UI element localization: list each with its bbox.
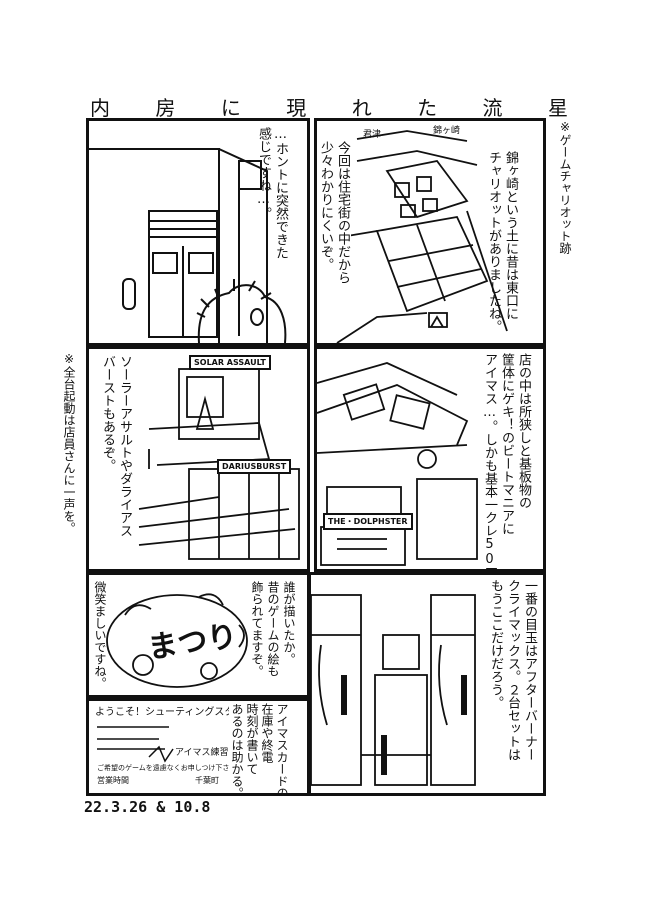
map-label-kimitsu: 君津 <box>363 130 382 140</box>
title-char: 星 <box>547 96 570 120</box>
title-char: れ <box>351 96 374 120</box>
sign-the-dolphster: THE・DOLPHSTER <box>323 513 413 530</box>
map-label-nishikigasaki: 錦ヶ崎 <box>433 126 461 136</box>
page-title: 内 房 に 現 れ た 流 星 <box>90 92 570 121</box>
board-line-1: アイマス練習 <box>175 748 229 758</box>
sign-dariusburst: DARIUSBURST <box>217 459 292 474</box>
margin-note-top-right: ※ゲームチャリオット跡 <box>558 120 572 254</box>
board-line-3: 営業時間 <box>97 776 129 785</box>
panel-7-drawing <box>97 726 174 763</box>
panel-2: 君津 錦ヶ崎 錦ヶ崎という土に昔は東口に チャリオットがありましたね。 今回は住… <box>314 118 546 346</box>
panel-1-drawing <box>89 148 287 343</box>
panel-5: まつり 誰が描いたか。 昔のゲームの絵も 飾られてますぞ。 微笑ましいですね。 <box>86 572 310 698</box>
panel-1-caption: …ホントに突然できた 感じですね…。 <box>256 127 288 259</box>
panel-2-caption-right: 錦ヶ崎という土に昔は東口に チャリオットがありましたね。 <box>486 151 518 333</box>
panel-1: …ホントに突然できた 感じですね…。 <box>86 118 310 346</box>
title-char: 房 <box>155 96 178 120</box>
panel-4: THE・DOLPHSTER 店の中は所狭しと基板物の 筐体にゲキ！のビートマニア… <box>314 346 546 572</box>
panel-6-drawing <box>311 594 476 786</box>
panel-7-caption: アイマスカードの 在庫や終電 時刻が書いて あるのは助かる。 <box>229 703 289 793</box>
panel-4-drawing <box>317 362 478 566</box>
board-line-2: ご希望のゲームを遠慮なくお申しつけ下さい <box>97 764 237 772</box>
panel-6-caption: 一番の目玉はアフターバーナー クライマックス。２台セットは もうここだけだろう。 <box>487 579 538 761</box>
title-char: 現 <box>286 96 309 120</box>
panel-7: ようこそ！シューティングスター アイマス練習 ご希望のゲームを遠慮なくお申しつけ… <box>86 698 310 796</box>
panel-5-caption-left: 微笑ましいですね。 <box>93 581 107 689</box>
date-stamp: 22.3.26 & 10.8 <box>84 798 211 816</box>
panel-4-caption: 店の中は所狭しと基板物の 筐体にゲキ！のビートマニアに アイマス…。しかも基本一… <box>481 353 532 569</box>
panel-3-caption: ソーラーアサルトやダライアス バーストもあるぞ。 <box>99 355 133 537</box>
board-sign: 千葉町 <box>195 776 219 785</box>
panel-3: SOLAR ASSAULT DARIUSBURST ソーラーアサルトやダライアス… <box>86 346 310 572</box>
title-char: に <box>220 96 243 120</box>
title-char: 内 <box>90 96 112 120</box>
title-char: 流 <box>482 96 505 120</box>
panel-2-caption-left: 今回は住宅街の中だから 少々わかりにくいぞ。 <box>317 141 351 284</box>
board-title: ようこそ！シューティングスター <box>95 707 245 718</box>
title-char: た <box>417 96 440 120</box>
sign-solar-assault: SOLAR ASSAULT <box>189 355 271 370</box>
margin-note-left: ※全台起動は店員さんに一声を。 <box>62 352 76 534</box>
panel-6: 一番の目玉はアフターバーナー クライマックス。２台セットは もうここだけだろう。 <box>308 572 546 796</box>
panel-5-caption-right: 誰が描いたか。 昔のゲームの絵も 飾られてますぞ。 <box>249 581 297 677</box>
panel-5-drawing <box>106 593 248 688</box>
